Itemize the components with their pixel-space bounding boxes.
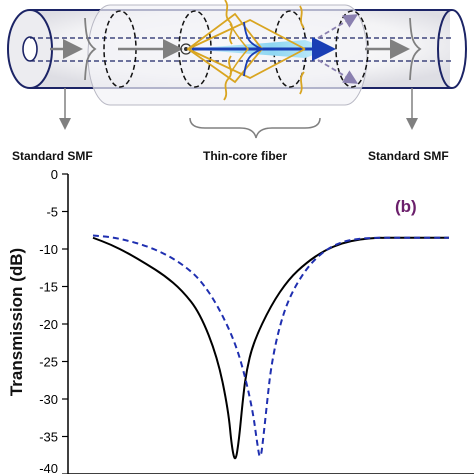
mode-profile-left (84, 17, 97, 81)
label-thin-core-fiber: Thin-core fiber (203, 149, 287, 163)
mode-profile-middle (243, 21, 265, 77)
series-solid-line (92, 236, 449, 460)
y-tick-label: -15 (39, 280, 58, 295)
y-tick-label: -20 (39, 317, 58, 332)
y-tick-label: -10 (39, 242, 58, 257)
panel-label: (b) (395, 197, 417, 216)
transmission-chart: 0 -5 -10 -15 -20 -25 -30 -35 -40 Transmission (d… (7, 167, 474, 474)
series-dashed-line (92, 234, 449, 458)
mode-profile-right (409, 17, 422, 81)
label-standard-smf-left: Standard SMF (12, 149, 93, 163)
y-tick-label: -25 (39, 355, 58, 370)
y-tick-label: -5 (46, 205, 58, 220)
thin-core-brace (189, 117, 321, 139)
y-tick-label: -30 (39, 392, 58, 407)
thin-core-cylinder (87, 4, 368, 106)
series-layer (92, 234, 449, 460)
y-axis-title: Transmission (dB) (7, 248, 26, 396)
y-ticks: 0 -5 -10 -15 -20 -25 -30 -35 -40 (39, 167, 68, 474)
y-tick-label: -40 (39, 461, 58, 474)
fiber-right-end (437, 9, 467, 89)
y-tick-label: 0 (51, 167, 58, 182)
label-standard-smf-right: Standard SMF (368, 149, 449, 163)
y-tick-label: -35 (39, 430, 58, 445)
fiber-diagram: Standard SMF Thin-core fiber Standard SM… (7, 0, 467, 163)
